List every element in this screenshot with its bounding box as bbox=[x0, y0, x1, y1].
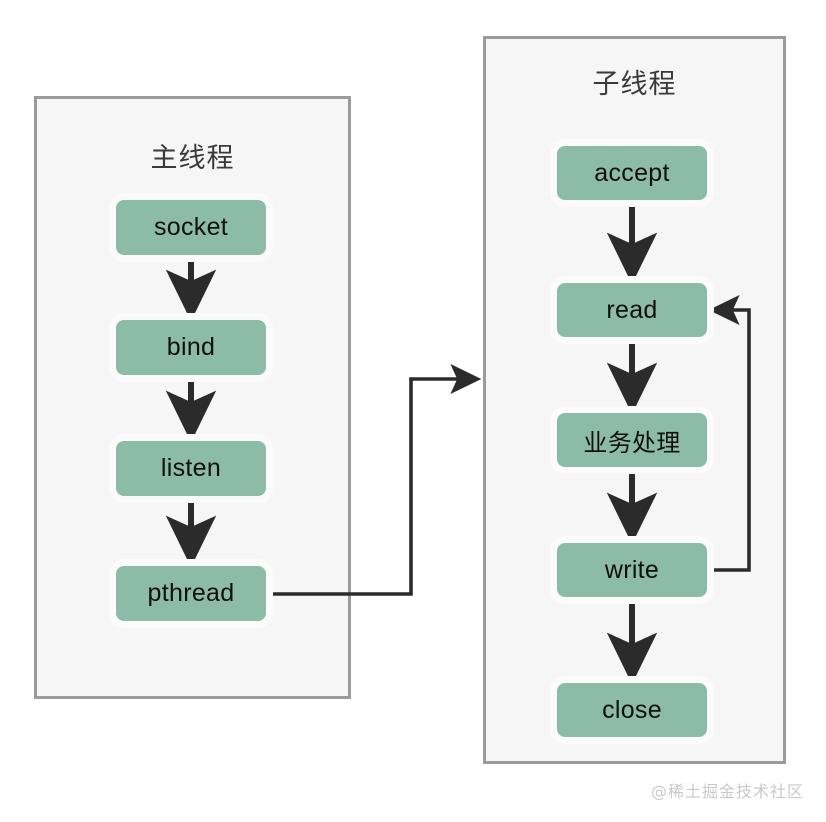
node-pthread[interactable]: pthread bbox=[116, 566, 266, 621]
node-bind[interactable]: bind bbox=[116, 320, 266, 375]
node-listen[interactable]: listen bbox=[116, 441, 266, 496]
node-write[interactable]: write bbox=[557, 543, 707, 597]
node-accept[interactable]: accept bbox=[557, 146, 707, 200]
node-socket[interactable]: socket bbox=[116, 200, 266, 255]
node-business-processing[interactable]: 业务处理 bbox=[557, 413, 707, 467]
lane-child-thread-title: 子线程 bbox=[592, 69, 677, 100]
node-read[interactable]: read bbox=[557, 283, 707, 337]
node-close[interactable]: close bbox=[557, 683, 707, 737]
lane-main-thread-title: 主线程 bbox=[150, 143, 235, 174]
watermark-text: @稀土掘金技术社区 bbox=[650, 782, 804, 801]
